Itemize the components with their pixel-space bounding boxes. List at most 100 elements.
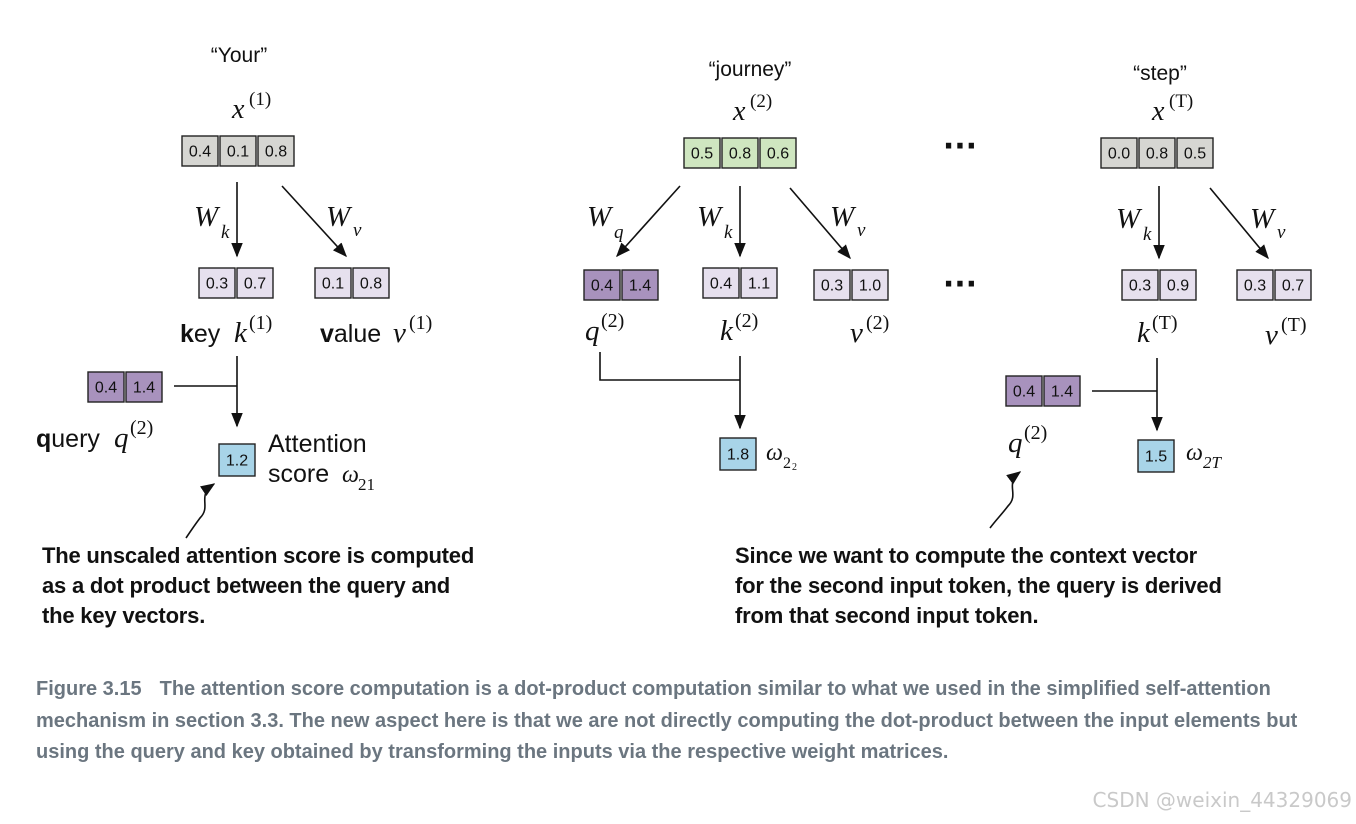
svg-text:0.3: 0.3 [1129,278,1151,295]
svg-text:0.5: 0.5 [691,146,713,163]
svg-text:v: v [393,317,406,349]
input-vector-x2: 0.5 0.8 0.6 [683,137,797,169]
svg-text:2: 2 [792,462,797,473]
label-xT: x (T) [1151,91,1193,127]
svg-text:ω: ω [766,440,783,466]
query-vector-q2-right: 0.4 1.4 [1005,375,1081,407]
svg-text:v: v [850,317,863,349]
label-key-k1: key k (1) [180,312,272,349]
svg-text:1.5: 1.5 [1145,449,1167,466]
score-box-w22: 1.8 [719,437,757,471]
svg-text:x: x [231,94,245,125]
note-left-line: The unscaled attention score is computed [42,543,475,568]
svg-text:(T): (T) [1152,312,1178,334]
svg-text:W: W [587,201,614,233]
label-x2: x (2) [732,91,772,127]
note-left-line: as a dot product between the query and [42,573,451,598]
arrow-wv-1 [281,185,347,258]
svg-text:0.8: 0.8 [360,276,382,293]
value-vector-v1: 0.1 0.8 [314,267,390,299]
svg-text:k: k [1143,224,1152,245]
svg-text:2: 2 [783,455,791,472]
svg-text:0.4: 0.4 [1013,384,1035,401]
label-wv-1: W v [326,201,362,241]
svg-text:x: x [1151,96,1165,127]
svg-text:(2): (2) [866,312,889,334]
svg-text:0.7: 0.7 [244,276,266,293]
svg-text:(2): (2) [750,91,772,112]
key-vector-k2: 0.4 1.1 [702,267,778,299]
arrow-wv-2 [789,187,851,260]
svg-text:(T): (T) [1169,91,1193,112]
svg-text:q: q [114,422,129,454]
svg-text:1.1: 1.1 [748,276,770,293]
svg-text:(1): (1) [249,312,272,334]
svg-text:W: W [697,201,724,233]
caption-text: The attention score computation is a dot… [36,678,1298,763]
connector-query-middle [599,352,740,381]
svg-text:(1): (1) [249,89,271,110]
label-omega-22: ω 2 2 [766,440,797,473]
token-your: “Your” [211,44,267,67]
svg-text:1.0: 1.0 [859,278,881,295]
ellipsis-top: ··· [943,129,977,164]
svg-text:0.7: 0.7 [1282,278,1304,295]
label-query-q2-left: query q (2) [36,417,153,454]
key-vector-k1: 0.3 0.7 [198,267,274,299]
svg-text:0.9: 0.9 [1167,278,1189,295]
arrow-wv-T [1209,187,1269,260]
query-vector-q2: 0.4 1.4 [583,269,659,301]
input-vector-xT: 0.0 0.8 0.5 [1100,137,1214,169]
svg-text:W: W [1116,203,1143,235]
label-omega-2T: ω 2T [1186,440,1223,472]
label-vT: v (T) [1265,314,1307,351]
svg-text:k: k [720,315,734,347]
svg-text:W: W [830,201,857,233]
svg-text:W: W [326,201,353,233]
svg-text:query: query [36,425,100,453]
token-journey: “journey” [709,58,792,81]
pointer-left-note [185,483,216,539]
arrow-wq-2 [616,185,681,258]
label-q2: q (2) [585,310,624,347]
label-kT: k (T) [1137,312,1178,349]
svg-text:W: W [194,201,221,233]
svg-text:ω: ω [342,462,359,488]
label-wk-T: W k [1116,203,1152,245]
svg-text:x: x [732,96,746,127]
label-wv-2: W v [830,201,866,241]
svg-text:k: k [724,222,733,243]
label-k2: k (2) [720,310,758,347]
svg-text:v: v [353,220,362,241]
svg-text:0.4: 0.4 [710,276,732,293]
svg-text:1.2: 1.2 [226,453,248,470]
value-vector-vT: 0.3 0.7 [1236,269,1312,301]
svg-text:(2): (2) [601,310,624,332]
svg-text:key: key [180,320,221,348]
svg-text:0.3: 0.3 [821,278,843,295]
watermark: CSDN @weixin_44329069 [1092,788,1352,812]
svg-text:q: q [1008,427,1023,459]
query-vector-q2-left: 0.4 1.4 [87,371,163,403]
pointer-right-note [989,471,1022,529]
svg-text:value: value [320,320,381,348]
note-left-line: the key vectors. [42,603,206,628]
label-wv-T: W v [1250,203,1286,243]
svg-text:0.6: 0.6 [767,146,789,163]
svg-text:v: v [1265,319,1278,351]
input-vector-x1: 0.4 0.1 0.8 [181,135,295,167]
svg-text:1.4: 1.4 [1051,384,1073,401]
svg-text:1.8: 1.8 [727,447,749,464]
svg-text:0.1: 0.1 [227,144,249,161]
svg-text:(1): (1) [409,312,432,334]
svg-text:(T): (T) [1281,314,1307,336]
ellipsis-middle: ··· [943,267,977,302]
note-right-line: from that second input token. [735,603,1039,628]
label-x1: x (1) [231,89,271,125]
token-step: “step” [1133,62,1187,85]
svg-text:ω: ω [1186,440,1203,466]
label-wk-2: W k [697,201,733,243]
note-right-line: Since we want to compute the context vec… [735,543,1198,568]
